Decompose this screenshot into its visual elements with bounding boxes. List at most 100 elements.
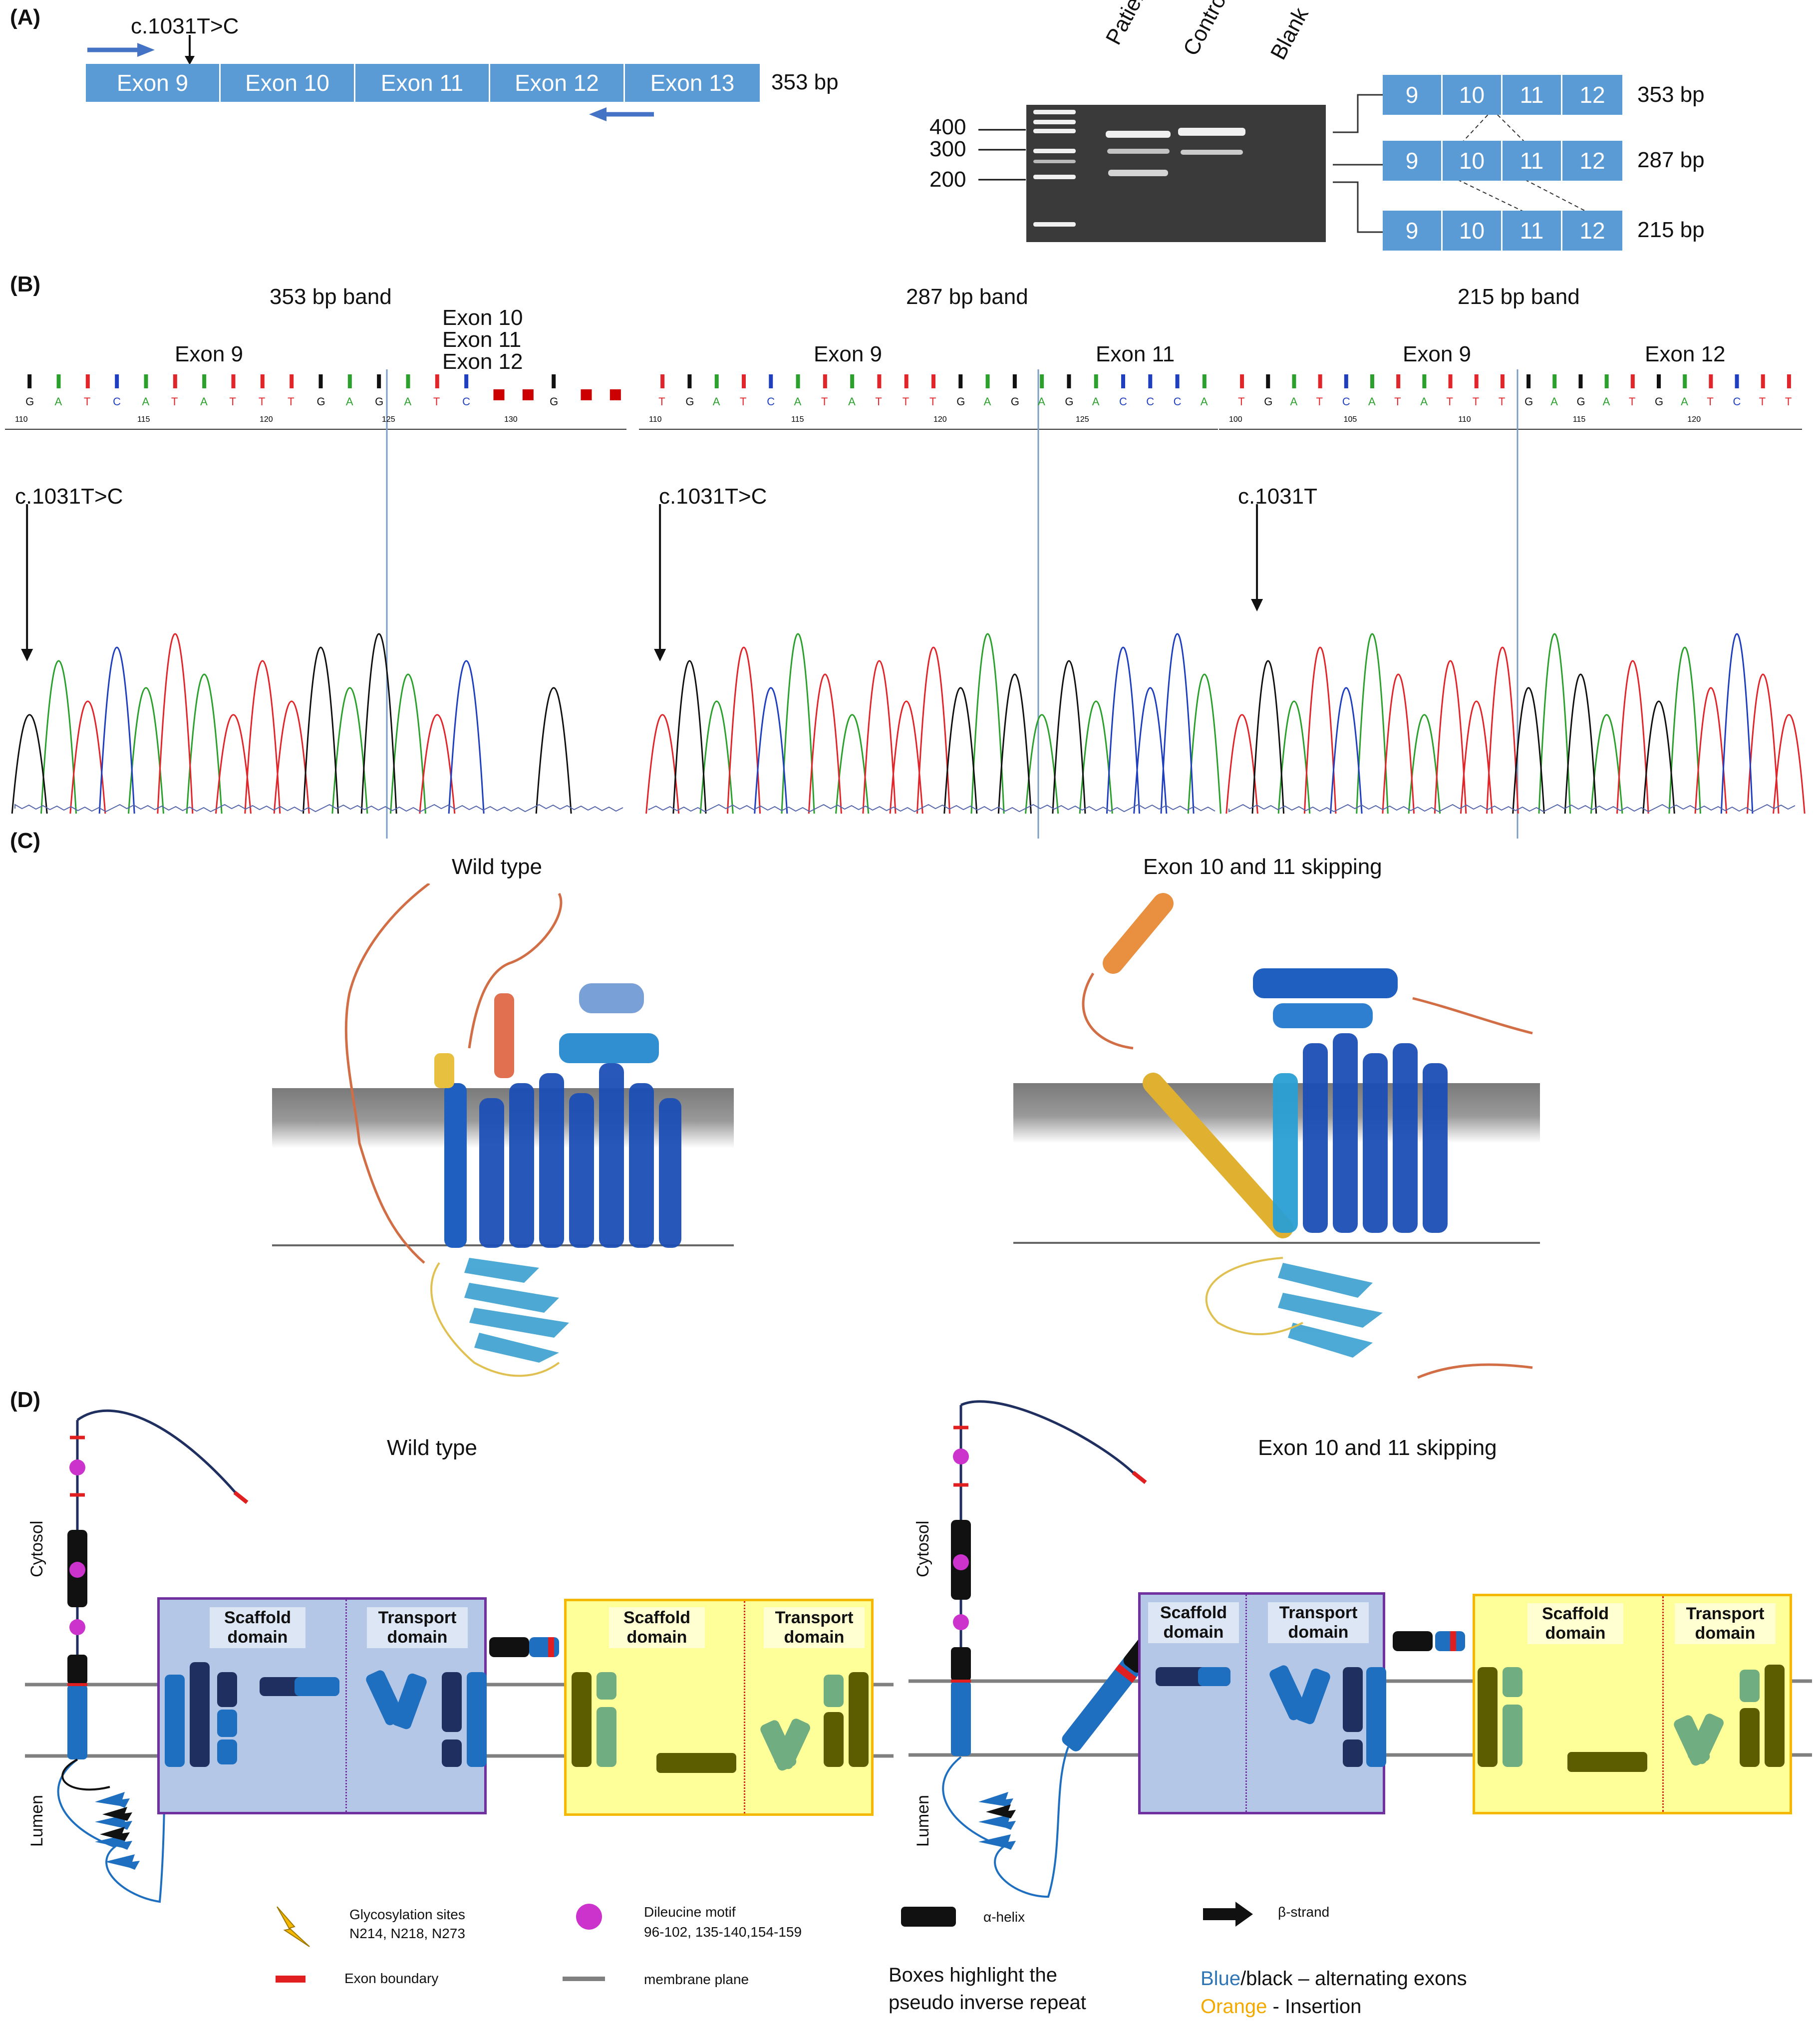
band1-title: 353 bp band	[270, 285, 392, 309]
lane-patient5: Patient 5	[1101, 0, 1164, 49]
base-call-bar	[687, 374, 692, 388]
base-call-bar	[27, 374, 32, 388]
iso2-exon9: 9	[1383, 141, 1443, 181]
base-call-letter: G	[1011, 395, 1019, 408]
legend-membrane: membrane plane	[644, 1972, 749, 1987]
topology-helices	[165, 1631, 1785, 1773]
legend-strand: β-strand	[1278, 1904, 1330, 1920]
base-call-letter: G	[1524, 395, 1533, 408]
base-call-letter: A	[1368, 395, 1376, 408]
base-call-bar	[1735, 374, 1739, 388]
base-call-bar	[1604, 374, 1609, 388]
base-call-letter: T	[821, 395, 828, 408]
base-call-bar	[1578, 374, 1583, 388]
legend-dileucine-title: Dileucine motif	[644, 1904, 736, 1920]
base-call-letter: A	[404, 395, 412, 408]
legend-dileucine-sites: 96-102, 135-140,154-159	[644, 1924, 802, 1940]
structure-wt-title: Wild type	[452, 855, 542, 879]
base-call-bar	[173, 374, 177, 388]
base-call-bar	[1630, 374, 1635, 388]
legend-insertion-text: - Insertion	[1267, 1996, 1362, 2018]
chromatogram-tick-label: 105	[1344, 415, 1357, 424]
chromatogram-trace-A	[40, 660, 426, 814]
base-call-bar	[609, 389, 621, 400]
gel-image	[978, 105, 1326, 242]
topology-skip-title: Exon 10 and 11 skipping	[1258, 1436, 1497, 1460]
iso2-exon11: 11	[1503, 141, 1562, 181]
base-call-letter: T	[1629, 395, 1635, 408]
base-call-letter: G	[1264, 395, 1272, 408]
base-call-letter: C	[767, 395, 775, 408]
base-call-bar	[1344, 374, 1348, 388]
exon-boundary-icon	[276, 1976, 305, 1983]
base-call-bar	[1474, 374, 1479, 388]
legend-helix: α-helix	[983, 1909, 1025, 1925]
panel-d-label: (D)	[10, 1388, 41, 1412]
base-call-bar	[231, 374, 236, 388]
primer-arrows-top	[87, 35, 195, 65]
chromatogram-tick-label: 120	[260, 415, 273, 424]
mutation-label-a: c.1031T>C	[131, 14, 239, 38]
base-call-letter: T	[1759, 395, 1766, 408]
base-call-letter: T	[1473, 395, 1479, 408]
base-call-bar	[347, 374, 352, 388]
iso3-exon12: 12	[1562, 211, 1622, 251]
base-call-letter: A	[848, 395, 856, 408]
base-call-letter: A	[1201, 395, 1208, 408]
chromatogram-trace-C	[754, 633, 1195, 814]
chromatogram-trace-T	[69, 633, 456, 814]
base-call-bar	[56, 374, 61, 388]
base-call-letter: G	[25, 395, 34, 408]
base-call-letter: A	[794, 395, 802, 408]
chromatogram-tick-label: 115	[791, 415, 804, 424]
base-call-bar	[1396, 374, 1401, 388]
base-call-bar	[904, 374, 909, 388]
legend-insertion: Orange - Insertion	[1201, 1996, 1361, 2018]
chromatogram-tick-label: 125	[1076, 415, 1089, 424]
base-call-letter: A	[984, 395, 991, 408]
base-call-letter: T	[288, 395, 294, 408]
lane-control: Control	[1178, 0, 1233, 60]
iso1-exon12: 12	[1562, 75, 1622, 115]
base-call-letter: T	[1499, 395, 1505, 408]
base-call-bar	[985, 374, 990, 388]
base-call-letter: T	[658, 395, 665, 408]
base-call-bar	[742, 374, 746, 388]
chromatogram-tick-label: 110	[1458, 415, 1471, 424]
structure-skip-title: Exon 10 and 11 skipping	[1143, 855, 1382, 879]
iso2-exon12: 12	[1562, 141, 1622, 181]
exon-10: Exon 10	[221, 64, 355, 102]
base-call-bar	[1266, 374, 1270, 388]
chromatogram-trace-T	[645, 646, 951, 814]
base-call-bar	[202, 374, 207, 388]
base-call-letter: T	[433, 395, 440, 408]
base-call-bar	[1121, 374, 1125, 388]
band1-right-exon-2: Exon 11	[442, 327, 522, 352]
base-call-bar	[1148, 374, 1153, 388]
structure-wild-type	[272, 883, 734, 1377]
isoform-287: 9 10 11 12	[1383, 141, 1622, 181]
skip-transport-label-2: Transport domain	[1675, 1603, 1776, 1644]
legend-blue-word: Blue	[1201, 1968, 1241, 1990]
band3-left-exon: Exon 9	[1403, 342, 1471, 366]
mutation-arrowhead	[1251, 599, 1263, 611]
base-call-letter: T	[740, 395, 746, 408]
base-call-bar	[522, 389, 534, 400]
base-call-letter: T	[1785, 395, 1792, 408]
base-call-letter: A	[1603, 395, 1610, 408]
iso2-size: 287 bp	[1637, 148, 1705, 172]
base-call-letter: A	[200, 395, 208, 408]
base-call-bar	[435, 374, 439, 388]
legend-alternating: Blue/black – alternating exons	[1201, 1968, 1467, 1990]
chromatogram-tick-label: 115	[137, 415, 150, 424]
base-call-bar	[1067, 374, 1071, 388]
exon-bar: Exon 9 Exon 10 Exon 11 Exon 12 Exon 13	[86, 64, 760, 102]
exon-9: Exon 9	[86, 64, 221, 102]
base-call-letter: G	[1065, 395, 1073, 408]
base-call-letter: T	[929, 395, 936, 408]
chromatogram-trace-T	[1225, 646, 1806, 814]
panel-a-label: (A)	[10, 5, 41, 29]
base-call-letter: A	[1092, 395, 1100, 408]
helix-icon	[901, 1907, 956, 1927]
iso3-size: 215 bp	[1637, 218, 1705, 242]
